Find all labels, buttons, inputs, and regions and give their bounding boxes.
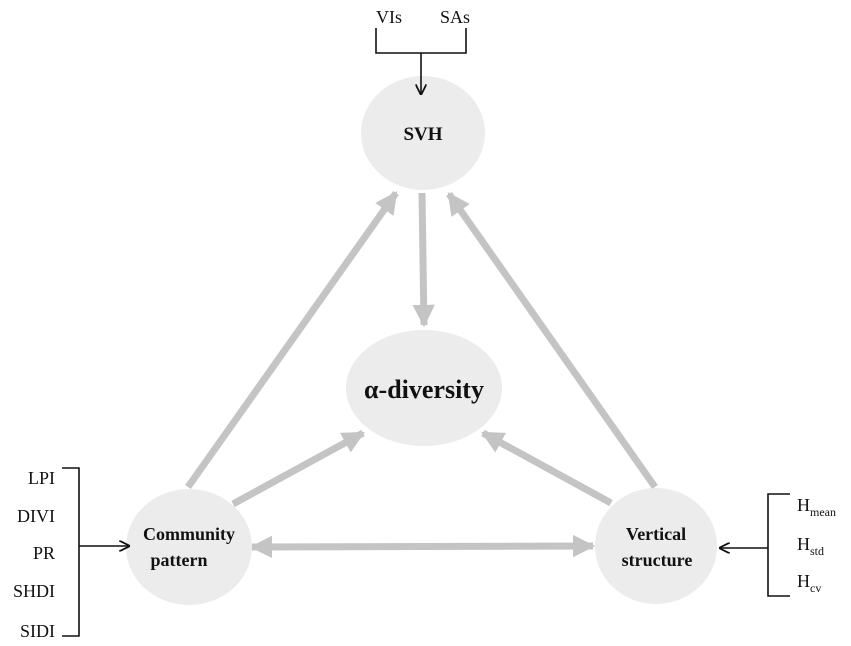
- vertical-input-base: H: [797, 571, 810, 591]
- node-vertical-label-line2: structure: [622, 550, 693, 570]
- arrow-vertical-to-alpha: [481, 429, 613, 507]
- node-community-label-line2: pattern: [151, 550, 208, 570]
- arrow-vertical-to-svh: [446, 191, 658, 490]
- path-arrows: [185, 190, 658, 559]
- node-community-shape: [126, 489, 252, 605]
- community-input-label: SHDI: [13, 581, 55, 601]
- arrow-community-vertical-bidirectional: [249, 534, 596, 559]
- vertical-input-base: H: [797, 495, 810, 515]
- community-input-label: SIDI: [20, 621, 55, 641]
- node-vertical-label-line1: Vertical: [626, 524, 686, 544]
- node-svh-label: SVH: [403, 124, 442, 145]
- node-alpha-label: α-diversity: [364, 375, 484, 404]
- community-inputs: LPI DIVI PR SHDI SIDI: [13, 467, 129, 641]
- vertical-input-subscript: cv: [810, 581, 821, 595]
- vertical-input-label: Hmean: [797, 495, 836, 519]
- vertical-input-subscript: mean: [810, 505, 836, 519]
- svh-input-label: VIs: [376, 7, 402, 27]
- vertical-input-subscript: std: [810, 544, 824, 558]
- vertical-input-label: Hstd: [797, 534, 824, 558]
- node-vertical-shape: [595, 488, 717, 604]
- arrow-community-to-alpha: [231, 429, 365, 508]
- arrow-community-to-svh: [185, 190, 399, 490]
- node-community-label-line1: Community: [143, 524, 235, 544]
- svh-inputs: VIs SAs: [375, 7, 470, 94]
- community-input-label: PR: [33, 543, 55, 563]
- vertical-input-base: H: [797, 534, 810, 554]
- node-vertical-structure: Vertical structure: [595, 488, 717, 604]
- vertical-inputs: Hmean Hstd Hcv: [720, 493, 836, 597]
- community-input-bracket: [62, 467, 80, 637]
- node-community-pattern: Community pattern: [126, 489, 252, 605]
- vertical-input-label: Hcv: [797, 571, 821, 595]
- node-alpha-diversity: α-diversity: [346, 330, 502, 446]
- svh-input-bracket: [375, 28, 467, 54]
- vertical-input-bracket: [767, 493, 790, 597]
- node-svh-shape: [361, 76, 485, 190]
- node-alpha-shape: [346, 330, 502, 446]
- community-input-label: DIVI: [17, 506, 55, 526]
- community-input-label: LPI: [28, 468, 55, 488]
- arrow-svh-to-alpha: [412, 192, 435, 328]
- svh-input-label: SAs: [440, 7, 470, 27]
- node-svh: SVH: [361, 76, 485, 190]
